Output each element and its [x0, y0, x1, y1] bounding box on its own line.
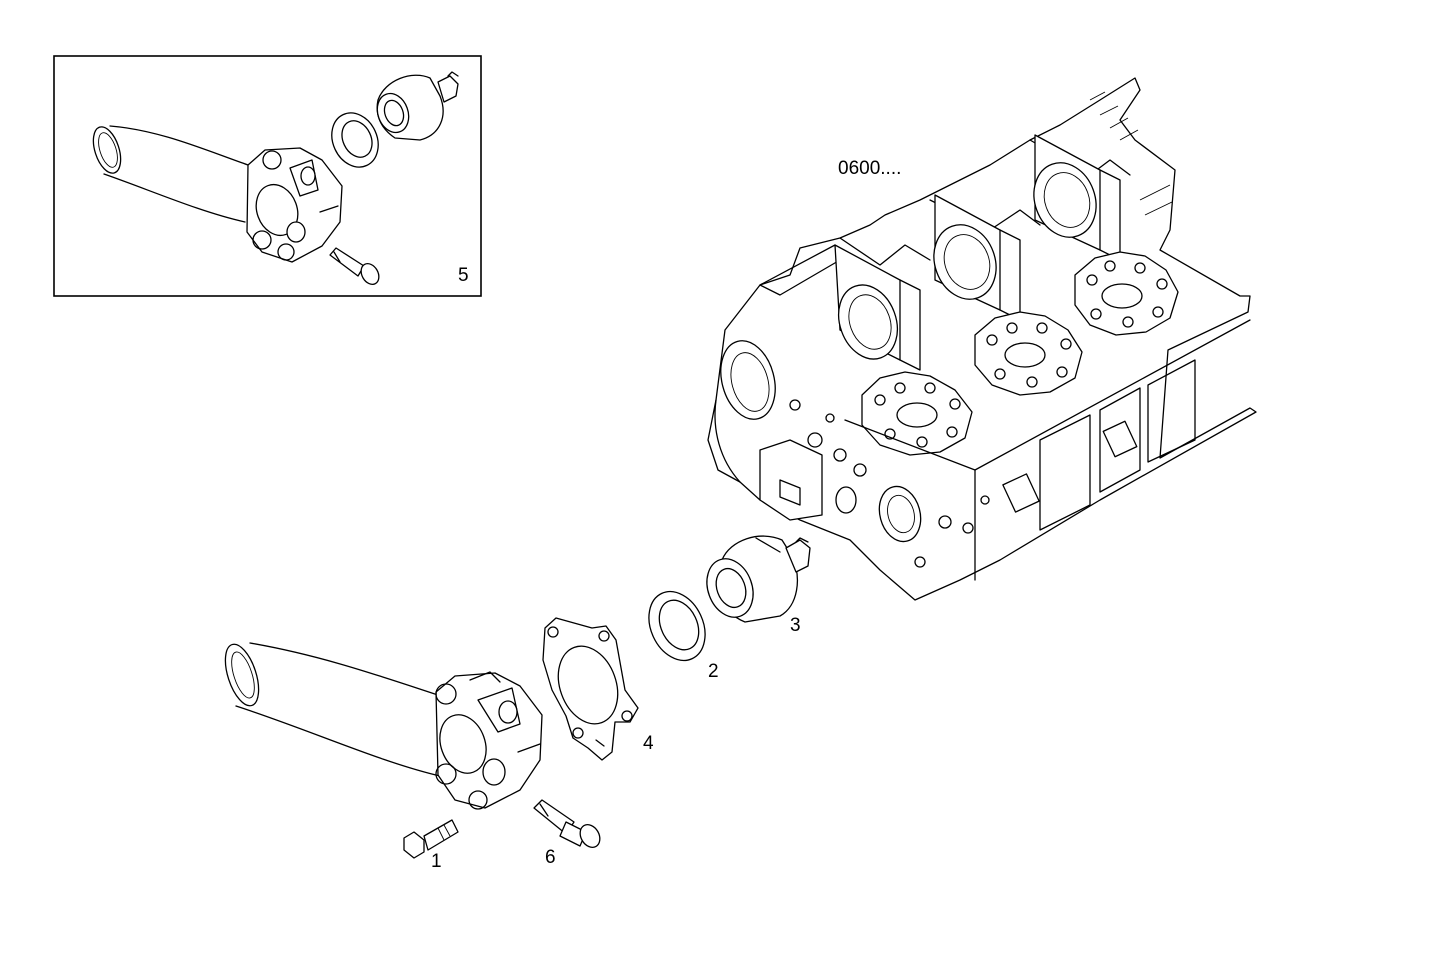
thermostat	[706, 535, 811, 623]
fitting	[533, 799, 601, 848]
valve-port-cluster-2	[974, 311, 1083, 396]
outlet-housing-pipe	[224, 642, 543, 810]
seal-ring	[648, 590, 706, 662]
valve-port-cluster-3	[1074, 251, 1179, 336]
reference-label: 0600....	[838, 158, 902, 179]
inset-housing-pipe	[92, 125, 343, 263]
callout-gasket: 4	[643, 733, 654, 754]
inset-seal-ring	[331, 112, 379, 168]
callout-thermostat: 3	[790, 615, 801, 636]
callout-bolt: 1	[431, 851, 442, 872]
cylinder-head-block	[707, 77, 1257, 601]
bolt	[403, 819, 459, 859]
inset-fitting	[329, 247, 380, 285]
valve-port-cluster-1	[861, 371, 973, 456]
gasket	[542, 617, 639, 761]
inset-variant-box	[53, 55, 482, 297]
callout-fitting: 6	[545, 847, 556, 868]
inset-thermostat	[376, 71, 459, 141]
callout-seal-ring: 2	[708, 661, 719, 682]
inset-label: 5	[458, 265, 469, 286]
